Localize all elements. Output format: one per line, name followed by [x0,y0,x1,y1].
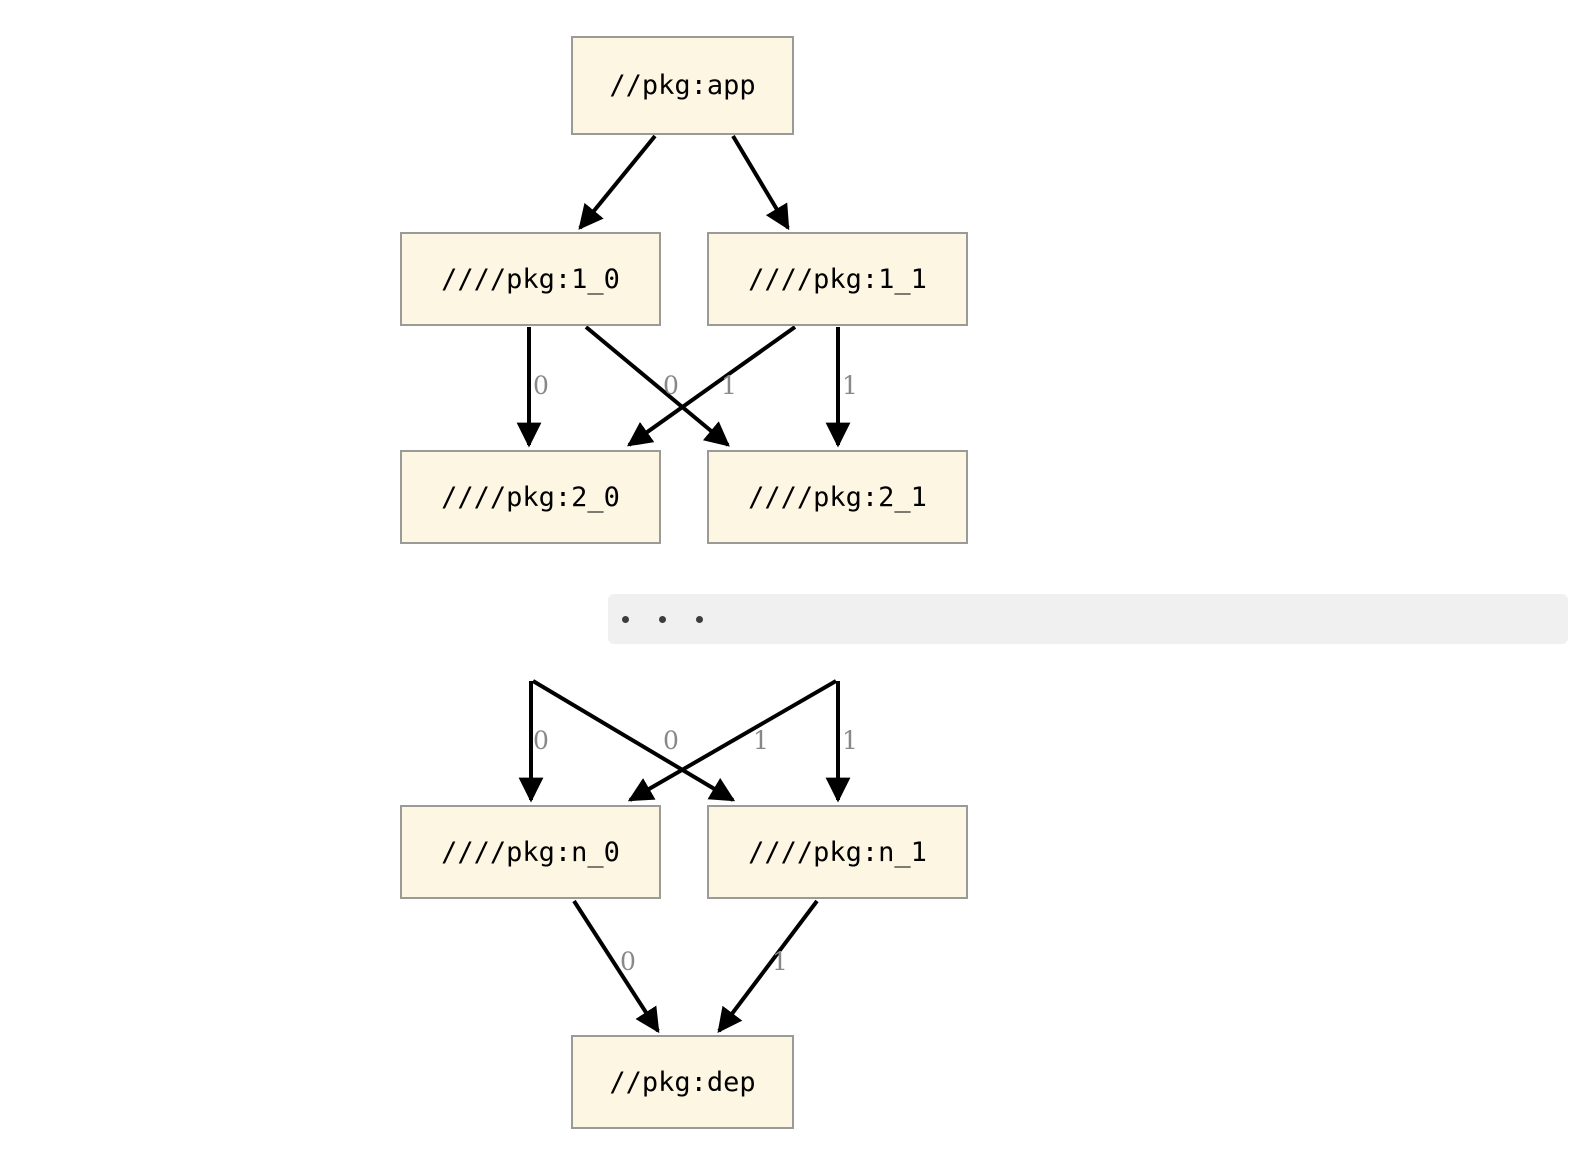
ellipsis-dot-3 [696,615,703,623]
ellipsis-dot-2 [659,615,666,623]
edge-label-1-0-to-2-0: 0 [533,371,549,400]
node-label: ////pkg:2_0 [441,481,620,513]
node-label: //pkg:app [609,70,756,101]
edge-label-dangling-to-n-0-diagonal: 1 [753,726,769,755]
node-label: ////pkg:n_0 [441,836,620,868]
ellipsis-dot-1 [622,615,629,623]
edge-1-1-to-2-0 [626,325,797,447]
edge-1-0-to-2-1 [584,325,730,447]
edge-label-dangling-to-n-1-straight: 1 [842,726,858,755]
node-label: ////pkg:2_1 [748,481,927,513]
node-pkg-1-0[interactable]: ////pkg:1_0 [400,232,661,326]
edge-app-to-1-0 [578,134,657,230]
ellipsis-dots [608,615,703,623]
node-pkg-dep[interactable]: //pkg:dep [571,1035,794,1129]
node-pkg-app[interactable]: //pkg:app [571,36,794,135]
edge-dangling-to-n-0-diagonal [627,679,838,802]
edge-label-1-0-to-2-1: 0 [663,371,679,400]
edge-label-n-0-to-dep: 0 [620,947,636,976]
edge-label-dangling-to-n-1-diagonal: 0 [663,726,679,755]
node-pkg-2-1[interactable]: ////pkg:2_1 [707,450,968,544]
node-label: ////pkg:1_1 [748,263,927,295]
ellipsis-band [608,594,1568,644]
edge-label-dangling-to-n-0-straight: 0 [533,726,549,755]
node-label: //pkg:dep [609,1066,756,1098]
node-pkg-n-1[interactable]: ////pkg:n_1 [707,805,968,899]
edge-label-1-1-to-2-0: 1 [721,371,737,400]
edge-n-1-to-dep [717,899,819,1033]
node-label: ////pkg:n_1 [748,836,927,868]
edge-n-0-to-dep [572,899,660,1034]
edge-dangling-to-n-1-diagonal [531,679,736,802]
edge-label-n-1-to-dep: 1 [772,947,788,976]
edge-app-to-1-1 [731,134,790,231]
node-pkg-2-0[interactable]: ////pkg:2_0 [400,450,661,544]
node-pkg-1-1[interactable]: ////pkg:1_1 [707,232,968,326]
node-pkg-n-0[interactable]: ////pkg:n_0 [400,805,661,899]
edge-label-1-1-to-2-1: 1 [842,371,858,400]
node-label: ////pkg:1_0 [441,263,620,295]
